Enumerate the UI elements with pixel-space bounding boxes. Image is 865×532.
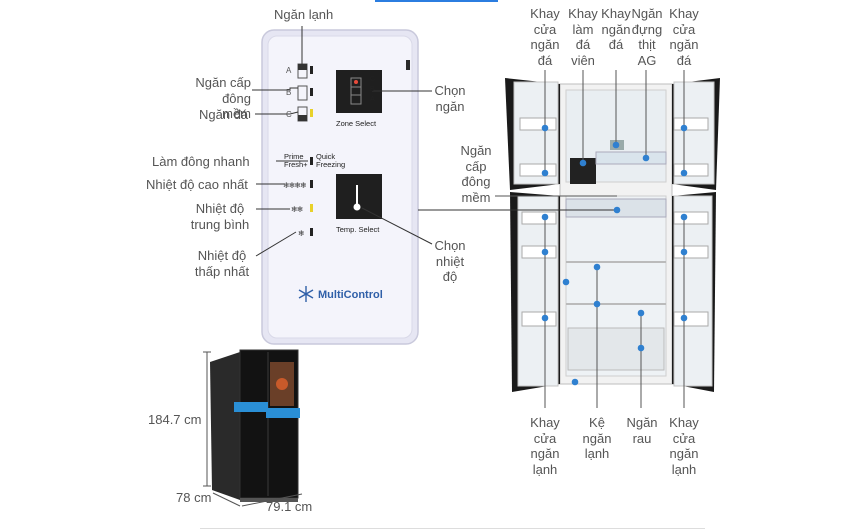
temp-mark-mid: ❄❄ [291,205,303,214]
zone-c-label: C [286,110,292,119]
label-top-5: Khay cửa ngăn đá [669,6,699,68]
product-fridge [210,349,300,502]
temp-select-label: Temp. Select [336,225,380,234]
label-nhiet-do-trung-binh: Nhiệt độ trung bình [190,201,250,232]
temp-mark-min: ❄ [298,229,305,238]
snowflake-icon [298,286,314,302]
bottom-divider [200,528,705,529]
label-ngan-lanh: Ngăn lạnh [274,7,334,22]
label-bottom-3: Ngăn rau [626,415,658,446]
zone-button-letter-c: C [370,76,376,83]
dimension-height: 184.7 cm [148,412,202,427]
temp-mark-max: ❄❄❄❄ [283,181,307,190]
label-top-2: Khay làm đá viên [568,6,598,68]
quick-freezing-line2: Freezing [316,160,346,169]
zone-select-label: Zone Select [336,119,377,128]
zone-button-letter-b: B [370,86,375,93]
label-top-4: Ngăn đựng thịt AG [631,6,663,68]
prime-fresh-line2: Fresh+ [284,160,308,169]
zone-indicators [297,63,313,122]
label-nhiet-do-cao-nhat: Nhiệt độ cao nhất [146,177,248,192]
label-ngan-da: Ngăn đá [199,107,249,122]
label-lam-dong-nhanh: Làm đông nhanh [152,154,250,169]
dimension-width: 79.1 cm [266,499,313,514]
label-bottom-4: Khay cửa ngăn lạnh [669,415,699,477]
label-bottom-1: Khay cửa ngăn lạnh [530,415,560,477]
zone-b-label: B [286,88,292,97]
top-accent-bar [375,0,498,2]
fridge-callouts [495,70,685,408]
label-top-1: Khay cửa ngăn đá [530,6,560,68]
dimension-depth: 78 cm [176,490,212,505]
zone-a-label: A [286,66,292,75]
panel-callouts [252,26,617,257]
prime-fresh-line1: Prime [284,152,304,161]
dimension-lines [203,351,303,507]
brand-multicontrol: MultiControl [318,289,383,301]
label-chon-nhiet-do: Chọn nhiệt độ [434,238,466,284]
label-bottom-2: Kệ ngăn lạnh [582,415,612,461]
label-ngan-cap-dong-mem-fridge: Ngăn cấp đông mềm [460,143,492,205]
zone-button-letter-a: A [370,96,375,103]
temp-select-button[interactable] [336,174,382,219]
fridge-illustration [505,78,720,392]
label-top-3: Khay ngăn đá [601,6,631,52]
label-chon-ngan: Chọn ngăn [434,83,466,114]
label-ngan-cap-dong-mem: Ngăn cấp đông mềm [195,75,251,121]
quick-freezing-line1: Quick [316,152,336,161]
label-nhiet-do-thap-nhat: Nhiệt độ thấp nhất [194,248,250,279]
callout-dots [541,124,688,386]
